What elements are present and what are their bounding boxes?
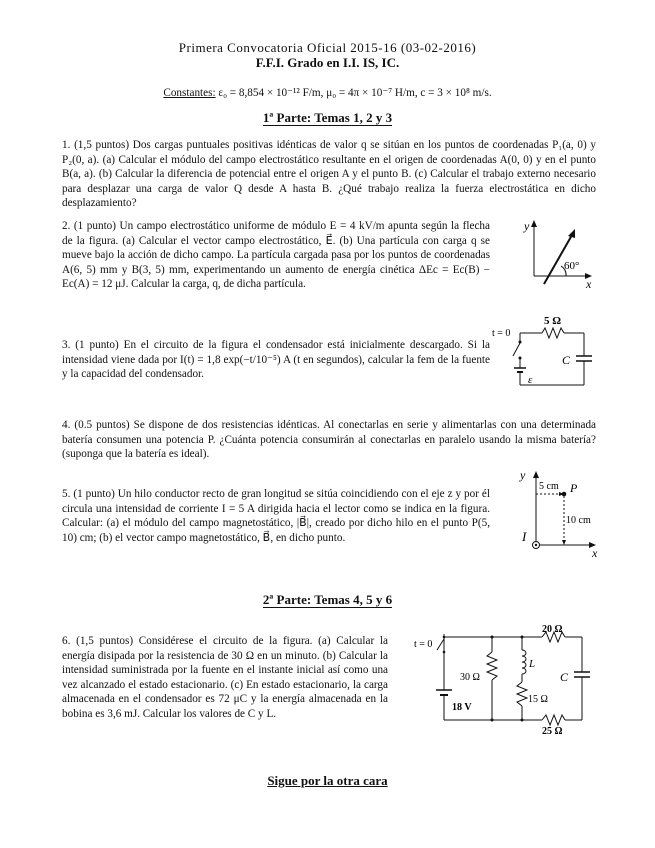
exam-title: Primera Convocatoria Oficial 2015-16 (03… — [178, 40, 477, 55]
exam-subtitle: F.F.I. Grado en I.I. IS, IC. — [255, 55, 400, 70]
fig5-y-label: y — [519, 468, 526, 482]
fig6-switch-label: t = 0 — [414, 639, 432, 650]
constants-label: Constantes: — [163, 87, 216, 99]
fig5-dx-label: 5 cm — [539, 481, 559, 492]
problem-5: 5. (1 punto) Un hilo conductor recto de … — [62, 488, 490, 544]
fig5-current-label: I — [521, 529, 527, 544]
fig5-x-label: x — [591, 546, 598, 560]
fig6-r30-label: 30 Ω — [460, 672, 480, 683]
fig2-angle-label: 60° — [564, 260, 579, 272]
fig2-y-label: y — [523, 219, 530, 233]
problem-1: 1. (1,5 puntos) Dos cargas puntuales pos… — [62, 139, 596, 210]
part2-heading: 2ª Parte: Temas 4, 5 y 6 — [262, 592, 393, 608]
fig6-inductor-label: L — [528, 658, 535, 670]
part1-heading: 1ª Parte: Temas 1, 2 y 3 — [262, 110, 393, 126]
figure-rlc-circuit: t = 0 20 Ω 30 Ω L 15 Ω C 18 V 25 Ω — [414, 624, 590, 737]
figure-field-arrow: y x 60° — [523, 219, 592, 291]
constants-values: ε₀ = 8,854 × 10⁻¹² F/m, μ₀ = 4π × 10⁻⁷ H… — [218, 87, 492, 99]
problem-4: 4. (0.5 puntos) Se dispone de dos resist… — [62, 419, 596, 461]
fig5-point-label: P — [569, 481, 578, 495]
fig6-r15-label: 15 Ω — [528, 694, 548, 705]
fig3-capacitor-label: C — [562, 353, 571, 367]
fig6-r25-label: 25 Ω — [542, 726, 563, 737]
problem-6: 6. (1,5 puntos) Considérese el circuito … — [62, 635, 388, 720]
fig2-x-label: x — [585, 277, 592, 291]
fig3-switch-label: t = 0 — [492, 328, 510, 339]
problem-2: 2. (1 punto) Un campo electrostático uni… — [62, 220, 490, 291]
fig6-voltage-label: 18 V — [452, 702, 472, 713]
fig3-emf-label: ε — [528, 374, 533, 386]
fig3-resistor-label: 5 Ω — [544, 315, 561, 327]
figure-wire: y x 5 cm P 10 cm I — [519, 468, 598, 560]
fig5-dy-label: 10 cm — [566, 515, 591, 526]
footer-note: Sigue por la otra cara — [267, 773, 388, 788]
figure-rc-circuit: t = 0 5 Ω C ε — [492, 315, 592, 386]
constants-line: Constantes: ε₀ = 8,854 × 10⁻¹² F/m, μ₀ =… — [0, 86, 655, 99]
problem-3: 3. (1 punto) En el circuito de la figura… — [62, 339, 490, 381]
fig6-r20-label: 20 Ω — [542, 624, 563, 635]
fig6-capacitor-label: C — [560, 670, 569, 684]
